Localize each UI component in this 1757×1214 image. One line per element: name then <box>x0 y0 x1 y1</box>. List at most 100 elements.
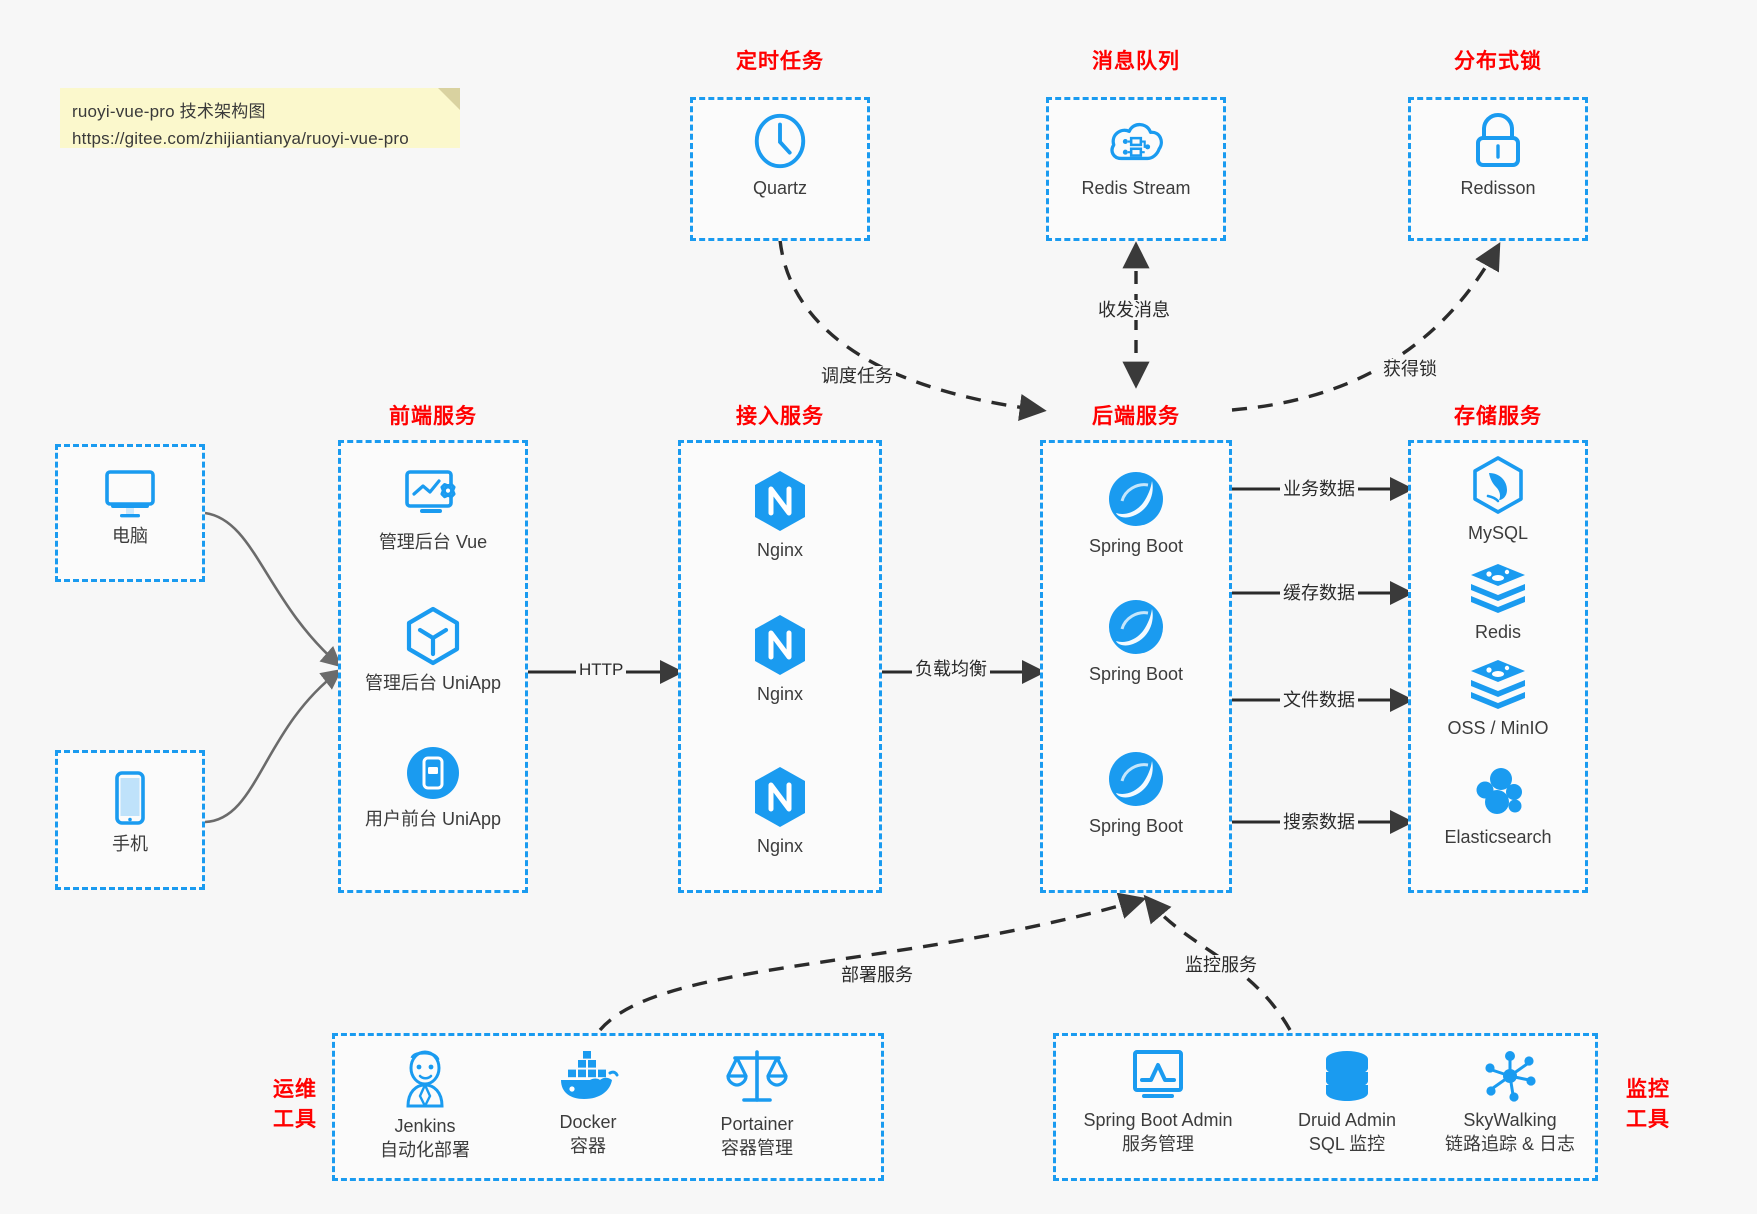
node-label: Redis <box>1474 622 1522 642</box>
mobile-app-icon <box>407 747 459 799</box>
group-title-monitor: 监控 工具 <box>1608 1075 1688 1135</box>
node-sublabel: 自动化部署 <box>380 1140 470 1160</box>
node-spring-boot-3[interactable]: Spring Boot <box>1040 748 1232 838</box>
edge-label-file-data: 文件数据 <box>1280 690 1358 710</box>
edge-label-cache-data: 缓存数据 <box>1280 583 1358 603</box>
node-label: 电脑 <box>112 526 148 546</box>
docker-whale-icon <box>561 1051 619 1099</box>
group-title-message-queue: 消息队列 <box>1092 50 1180 73</box>
node-user-uniapp[interactable]: 用户前台 UniApp <box>338 745 528 831</box>
node-label: OSS / MinIO <box>1447 718 1549 738</box>
node-label: MySQL <box>1467 523 1528 543</box>
group-title-monitor-line2: 工具 <box>1626 1108 1670 1131</box>
node-docker[interactable]: Docker 容器 <box>508 1048 668 1158</box>
diagram-note: ruoyi-vue-pro 技术架构图 https://gitee.com/zh… <box>60 88 460 148</box>
node-spring-boot-1[interactable]: Spring Boot <box>1040 468 1232 558</box>
cube-icon <box>406 606 460 666</box>
group-title-scheduled-task: 定时任务 <box>736 50 824 73</box>
group-title-gateway: 接入服务 <box>736 405 824 428</box>
group-title-backend: 后端服务 <box>1092 405 1180 428</box>
redis-stack-icon <box>1471 660 1525 709</box>
node-label: Nginx <box>756 540 804 560</box>
note-dogear-icon <box>438 88 460 110</box>
edge-label-http: HTTP <box>576 660 627 680</box>
node-label: Quartz <box>752 178 808 198</box>
elasticsearch-icon <box>1476 768 1522 814</box>
nginx-icon <box>755 767 805 827</box>
node-nginx-3[interactable]: Nginx <box>678 764 882 858</box>
note-line-title: ruoyi-vue-pro 技术架构图 <box>72 102 266 121</box>
node-label: Jenkins <box>394 1116 456 1136</box>
node-label: Portainer <box>720 1114 794 1134</box>
node-oss-minio[interactable]: OSS / MinIO <box>1408 656 1588 740</box>
edge-label-send-receive-message: 收发消息 <box>1095 300 1173 320</box>
node-admin-vue[interactable]: 管理后台 Vue <box>338 468 528 554</box>
scales-icon <box>726 1050 788 1102</box>
node-druid-admin[interactable]: Druid Admin SQL 监控 <box>1262 1048 1432 1156</box>
node-label: 手机 <box>112 834 148 854</box>
cloud-stream-icon <box>1110 122 1163 161</box>
node-label: 管理后台 UniApp <box>364 673 502 693</box>
node-quartz[interactable]: Quartz <box>690 110 870 200</box>
node-label: Docker <box>559 1112 617 1132</box>
network-nodes-icon <box>1485 1051 1536 1102</box>
node-label: Redis Stream <box>1081 178 1191 198</box>
edge-label-schedule-task: 调度任务 <box>818 366 896 386</box>
group-title-devops: 运维 工具 <box>255 1075 335 1135</box>
group-box-scheduled-task <box>690 97 870 241</box>
mysql-dolphin-icon <box>1473 456 1523 514</box>
node-label: Spring Boot Admin <box>1083 1110 1233 1130</box>
node-sublabel: 容器 <box>570 1136 606 1156</box>
node-sublabel: 容器管理 <box>721 1138 793 1158</box>
group-title-frontend: 前端服务 <box>389 405 477 428</box>
node-label: 管理后台 Vue <box>378 532 488 552</box>
lock-icon <box>1476 113 1520 167</box>
group-title-monitor-line1: 监控 <box>1626 1078 1670 1101</box>
node-label: Redisson <box>1460 178 1536 198</box>
database-icon <box>1326 1051 1368 1101</box>
smartphone-icon <box>115 771 145 825</box>
dashboard-gear-icon <box>405 470 456 513</box>
node-label: Spring Boot <box>1088 664 1184 684</box>
group-title-distributed-lock: 分布式锁 <box>1454 50 1542 73</box>
node-redis-stream[interactable]: Redis Stream <box>1046 112 1226 200</box>
nginx-icon <box>755 615 805 675</box>
node-sublabel: 链路追踪 & 日志 <box>1444 1134 1575 1154</box>
group-title-storage: 存储服务 <box>1454 405 1542 428</box>
node-spring-boot-2[interactable]: Spring Boot <box>1040 596 1232 686</box>
node-admin-uniapp[interactable]: 管理后台 UniApp <box>338 605 528 695</box>
node-redisson[interactable]: Redisson <box>1408 110 1588 200</box>
node-phone[interactable]: 手机 <box>55 770 205 856</box>
node-sublabel: SQL 监控 <box>1308 1134 1386 1154</box>
node-elasticsearch[interactable]: Elasticsearch <box>1408 765 1588 849</box>
group-box-distributed-lock <box>1408 97 1588 241</box>
edge-label-monitor-service: 监控服务 <box>1182 955 1260 975</box>
group-box-frontend <box>338 440 528 893</box>
edge-label-load-balance: 负载均衡 <box>912 659 990 679</box>
monitor-chart-icon <box>1133 1050 1183 1098</box>
node-label: 用户前台 UniApp <box>364 809 502 829</box>
node-label: Nginx <box>756 836 804 856</box>
node-computer[interactable]: 电脑 <box>55 468 205 548</box>
node-portainer[interactable]: Portainer 容器管理 <box>672 1048 842 1160</box>
node-label: Spring Boot <box>1088 816 1184 836</box>
node-label: Spring Boot <box>1088 536 1184 556</box>
node-label: Elasticsearch <box>1444 827 1552 847</box>
node-redis[interactable]: Redis <box>1408 560 1588 644</box>
edge-label-deploy-service: 部署服务 <box>838 965 916 985</box>
node-nginx-1[interactable]: Nginx <box>678 468 882 562</box>
redis-stack-icon <box>1471 564 1525 613</box>
node-skywalking[interactable]: SkyWalking 链路追踪 & 日志 <box>1420 1048 1600 1156</box>
node-nginx-2[interactable]: Nginx <box>678 612 882 706</box>
nginx-icon <box>755 471 805 531</box>
node-jenkins[interactable]: Jenkins 自动化部署 <box>345 1048 505 1162</box>
node-label: Druid Admin <box>1297 1110 1397 1130</box>
monitor-icon <box>105 470 155 518</box>
jenkins-butler-icon <box>406 1050 444 1108</box>
node-sublabel: 服务管理 <box>1122 1134 1194 1154</box>
group-title-devops-line1: 运维 <box>273 1078 317 1101</box>
node-mysql[interactable]: MySQL <box>1408 455 1588 545</box>
node-spring-boot-admin[interactable]: Spring Boot Admin 服务管理 <box>1058 1048 1258 1156</box>
group-title-devops-line2: 工具 <box>273 1108 317 1131</box>
edge-label-acquire-lock: 获得锁 <box>1380 359 1440 379</box>
